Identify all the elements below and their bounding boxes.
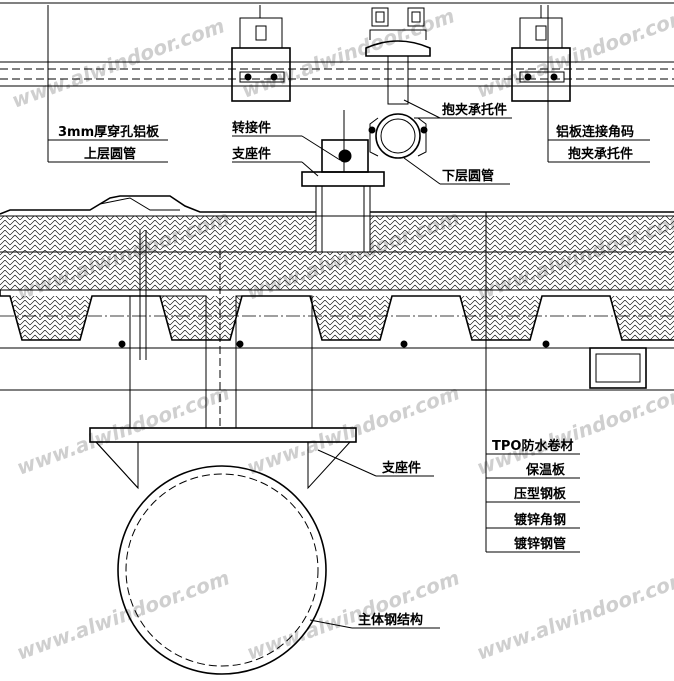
angle-connector-left <box>231 5 291 102</box>
galvanized-square-tube <box>589 347 647 389</box>
main-steel-tube <box>117 465 327 675</box>
label-main-structure: 主体钢结构 <box>358 612 423 628</box>
watermark-text: www.alwindoor.com <box>14 380 233 479</box>
label-angle-code: 铝板连接角码 <box>556 124 634 140</box>
lower-frame-lines <box>0 347 674 391</box>
watermark-text: www.alwindoor.com <box>244 380 463 479</box>
label-tpo-membrane: TPO防水卷材 <box>492 438 573 454</box>
angle-connector-right <box>511 5 571 102</box>
label-adapter: 转接件 <box>232 120 271 136</box>
watermark-text: www.alwindoor.com <box>244 565 463 664</box>
label-perforated-panel: 3mm厚穿孔铝板 <box>58 124 160 140</box>
label-upper-tube: 上层圆管 <box>84 146 136 162</box>
watermark-text: www.alwindoor.com <box>474 380 674 479</box>
label-clamp-bracket-center: 抱夹承托件 <box>442 102 507 118</box>
annotation-labels: 3mm厚穿孔铝板 上层圆管 转接件 支座件 抱夹承托件 下层圆管 铝板连接角码 … <box>58 102 634 628</box>
steel-deck <box>0 290 674 348</box>
watermark-text: www.alwindoor.com <box>474 565 674 664</box>
perforated-panel <box>0 2 674 87</box>
label-steel-deck: 压型钢板 <box>514 486 567 502</box>
watermark-text: www.alwindoor.com <box>9 13 228 112</box>
label-galv-tube: 镀锌钢管 <box>514 536 566 552</box>
support-bottom <box>89 427 357 490</box>
label-lower-tube: 下层圆管 <box>442 168 494 184</box>
tpo-membrane <box>0 195 674 215</box>
vertical-posts <box>129 230 313 428</box>
watermark-text: www.alwindoor.com <box>14 565 233 664</box>
watermark-text: www.alwindoor.com <box>474 3 674 102</box>
label-support-bottom: 支座件 <box>381 460 421 476</box>
insulation-board <box>0 215 674 291</box>
dimension-line <box>47 5 549 552</box>
label-clamp-bracket-right: 抱夹承托件 <box>568 146 633 162</box>
leader-lines <box>48 99 650 629</box>
clamp-bracket-assembly <box>365 7 431 159</box>
label-support-top: 支座件 <box>231 146 271 162</box>
label-galv-angle: 镀锌角钢 <box>514 512 566 528</box>
label-insulation: 保温板 <box>525 462 566 478</box>
